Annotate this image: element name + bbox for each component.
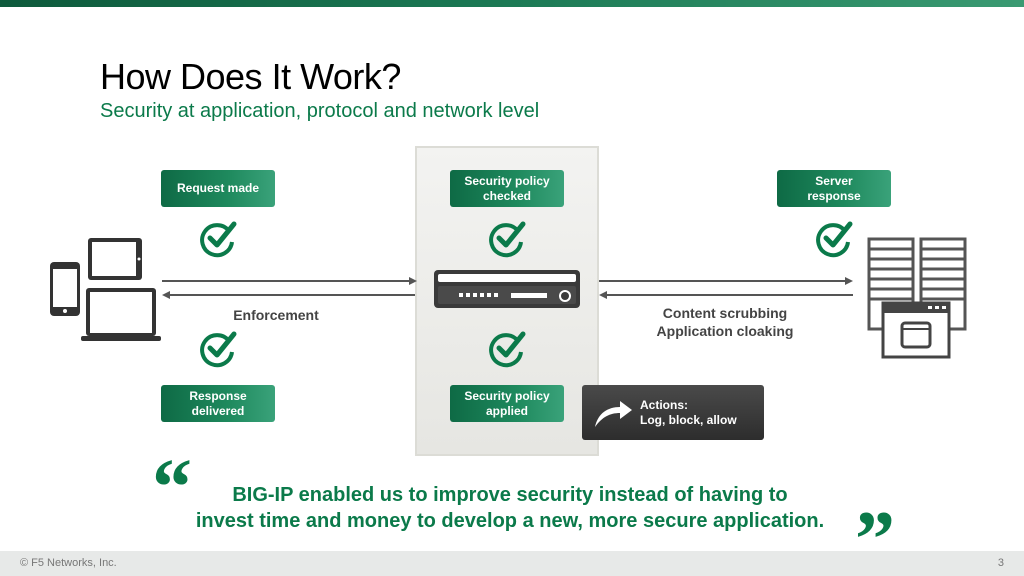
policy-applied-label: Security policy applied (450, 385, 564, 422)
big-ip-appliance-icon (434, 270, 580, 308)
check-circle-icon (489, 221, 526, 258)
quote: BIG-IP enabled us to improve security in… (150, 482, 870, 534)
client-devices-icon (50, 238, 161, 341)
request-arrow-head (409, 277, 417, 285)
slide-subtitle: Security at application, protocol and ne… (100, 100, 540, 122)
enforcement-text: Enforcement (233, 307, 319, 323)
response-delivered-label: Response delivered (161, 385, 275, 422)
policy-checked-label: Security policy checked (450, 170, 564, 207)
server-request-arrow (599, 280, 846, 282)
check-circle-icon (200, 331, 237, 368)
response-arrow (170, 294, 415, 296)
check-circle-icon (200, 221, 237, 258)
copyright-text: © F5 Networks, Inc. (20, 557, 117, 569)
content-scrubbing-text: Content scrubbing (662, 305, 788, 321)
request-made-label: Request made (161, 170, 275, 207)
check-circle-icon (816, 221, 853, 258)
server-request-arrow-head (845, 277, 853, 285)
page-number: 3 (997, 557, 1004, 569)
open-quote-icon: “ (152, 444, 192, 532)
server-rack-icon (867, 237, 967, 359)
actions-text: Actions: Log, block, allow (640, 398, 737, 428)
server-response-arrow-head (599, 291, 607, 299)
footer: © F5 Networks, Inc. 3 (0, 551, 1024, 576)
quote-line-2: invest time and money to develop a new, … (195, 510, 825, 532)
slide-title: How Does It Work? (100, 56, 401, 97)
curved-arrow-icon (595, 401, 632, 427)
actions-box: Actions: Log, block, allow (582, 385, 764, 440)
application-cloaking-text: Application cloaking (656, 323, 794, 339)
quote-line-1: BIG-IP enabled us to improve security in… (232, 484, 788, 506)
request-arrow (162, 280, 410, 282)
actions-title: Actions: (640, 398, 688, 412)
server-response-arrow (607, 294, 853, 296)
top-accent-bar (0, 0, 1024, 7)
actions-items: Log, block, allow (640, 413, 737, 427)
response-arrow-head (162, 291, 170, 299)
server-response-label: Server response (777, 170, 891, 207)
check-circle-icon (489, 331, 526, 368)
